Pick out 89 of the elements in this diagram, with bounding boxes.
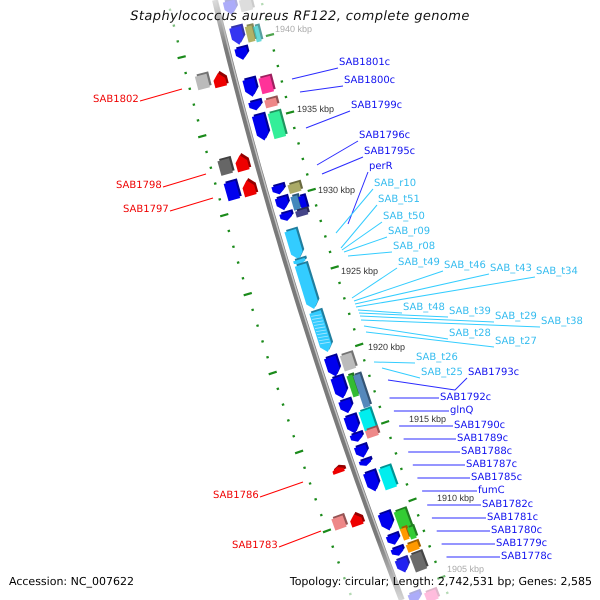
leader-line <box>336 188 374 234</box>
gene-label: SAB1802 <box>93 94 139 106</box>
gene-label: SAB1796c <box>359 130 410 142</box>
gene-label: SAB1801c <box>339 57 390 69</box>
leader-line <box>162 174 206 188</box>
gene-label: SAB1786 <box>213 490 259 502</box>
scale-label: 1905 kbp <box>447 564 484 574</box>
gene-label: SAB_t34 <box>536 266 578 278</box>
genome-summary: Topology: circular; Length: 2,742,531 bp; Genes: 2,585 <box>290 575 592 588</box>
leader-line <box>260 482 304 498</box>
scale-label: 1940 kbp <box>275 24 312 34</box>
gene-label: SAB_t50 <box>383 211 425 223</box>
title: Staphylococcus aureus RF122, complete genome <box>130 9 470 24</box>
accession-label: Accession: NC_007622 <box>9 575 134 588</box>
leader-line <box>426 504 482 506</box>
leader-line <box>360 316 494 322</box>
leader-line <box>278 530 322 548</box>
gene-label: SAB1795c <box>364 146 416 158</box>
gene-label: SAB_t51 <box>378 194 420 206</box>
leader-line <box>358 310 402 314</box>
leader-line <box>306 110 350 128</box>
leader-line <box>356 276 536 308</box>
gene-label: SAB_t49 <box>398 257 440 269</box>
gene-label: SAB1790c <box>454 420 506 432</box>
gene-label: SAB_t38 <box>541 316 583 328</box>
gene-label: SAB1800c <box>344 75 396 87</box>
scale-label: 1930 kbp <box>318 185 356 195</box>
gene-label: SAB1783 <box>232 540 278 552</box>
gene-label: SAB_t28 <box>449 328 491 340</box>
leader-line <box>348 172 368 224</box>
gene-label: perR <box>369 161 393 173</box>
scale-label: 1915 kbp <box>409 414 446 424</box>
leader-line <box>403 438 456 440</box>
leader-line <box>322 156 364 174</box>
gene-label: SAB1788c <box>461 446 512 458</box>
leader-line <box>348 252 392 256</box>
gene-label: SAB1799c <box>351 100 402 112</box>
leader-line <box>393 410 450 412</box>
gene-label: SAB_r08 <box>393 241 436 253</box>
gene-label: SAB1798 <box>116 180 162 192</box>
leader-line <box>436 530 490 532</box>
gene-label: SAB1785c <box>471 472 522 484</box>
gene-label: SAB_t46 <box>444 260 486 272</box>
leader-line <box>352 268 398 298</box>
gene-label: SAB1780c <box>491 525 542 537</box>
leader-line <box>342 222 382 250</box>
leader-line <box>354 270 444 302</box>
gene-label: SAB_r09 <box>388 226 430 238</box>
gene-label: SAB_t29 <box>495 311 537 323</box>
gene-label: SAB_t43 <box>490 263 532 275</box>
leader-line <box>140 88 182 102</box>
leader-line <box>344 236 388 252</box>
leader-line <box>292 68 338 80</box>
gene-label: SAB_t25 <box>421 367 463 379</box>
leader-line <box>366 332 494 348</box>
leader-line <box>364 326 448 340</box>
gene-label: SAB_r10 <box>374 178 416 190</box>
scale-label: 1925 kbp <box>341 266 378 276</box>
gene-label: SAB_t48 <box>403 302 445 314</box>
scale-label: 1920 kbp <box>368 342 406 352</box>
leader-line <box>382 368 420 378</box>
gene-label: SAB1793c <box>468 367 520 379</box>
gene-label: fumC <box>478 485 505 497</box>
leader-line <box>422 490 478 492</box>
leader-line <box>374 362 416 364</box>
leader-line <box>412 464 466 466</box>
scale-label: 1910 kbp <box>437 493 474 503</box>
gene-label: glnQ <box>450 405 474 417</box>
leader-line <box>300 86 344 92</box>
leader-line <box>360 320 540 328</box>
leader-line <box>354 274 490 304</box>
leader-line <box>358 312 448 318</box>
gene-label: SAB_t39 <box>449 306 491 318</box>
leader-line <box>340 204 378 248</box>
scale-label: 1935 kbp <box>297 104 334 114</box>
gene-label: SAB1778c <box>501 551 552 563</box>
gene-label: SAB1781c <box>487 512 538 524</box>
gene-label: SAB1782c <box>482 499 534 511</box>
gene-label: SAB_t26 <box>416 352 458 364</box>
leader-line <box>446 556 500 558</box>
gene-label: SAB1789c <box>457 433 508 445</box>
gene-label: SAB_t27 <box>495 336 537 348</box>
leader-line <box>388 378 468 390</box>
gene-label: SAB1792c <box>440 392 492 404</box>
gene-label: SAB1797 <box>123 204 169 216</box>
gene-label: SAB1787c <box>466 459 518 471</box>
gene-label: SAB1779c <box>496 538 548 550</box>
leader-line <box>316 140 358 166</box>
leader-line <box>170 198 214 212</box>
